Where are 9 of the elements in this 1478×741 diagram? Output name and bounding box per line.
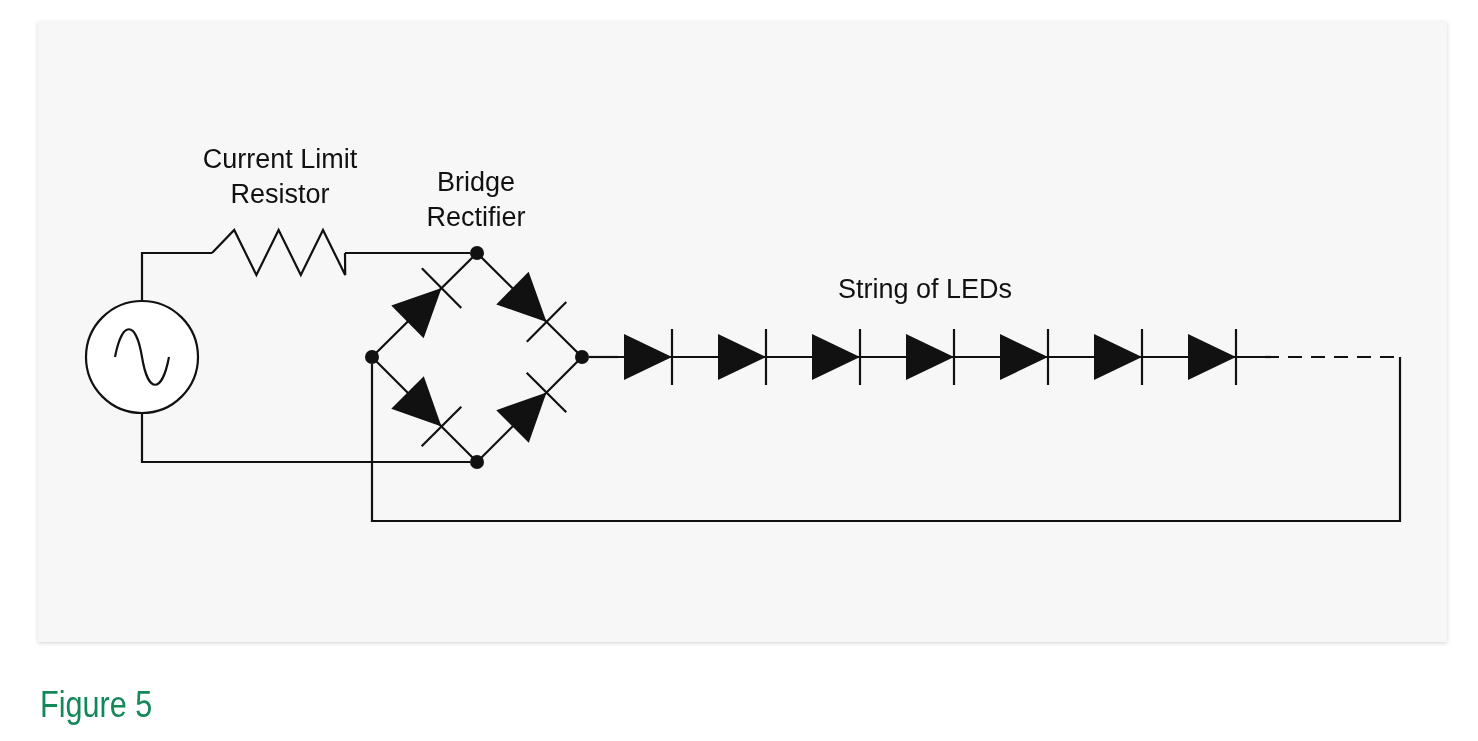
- wire: [140, 251, 212, 300]
- wire: [589, 355, 618, 359]
- wire: [140, 414, 470, 464]
- wire: [370, 357, 1402, 523]
- component-label: Bridge Rectifier: [425, 166, 527, 234]
- figure-caption: Figure 5: [40, 684, 153, 726]
- wire: [345, 251, 470, 255]
- component-label: Current Limit Resistor: [201, 143, 359, 211]
- component-label: String of LEDs: [836, 273, 1014, 306]
